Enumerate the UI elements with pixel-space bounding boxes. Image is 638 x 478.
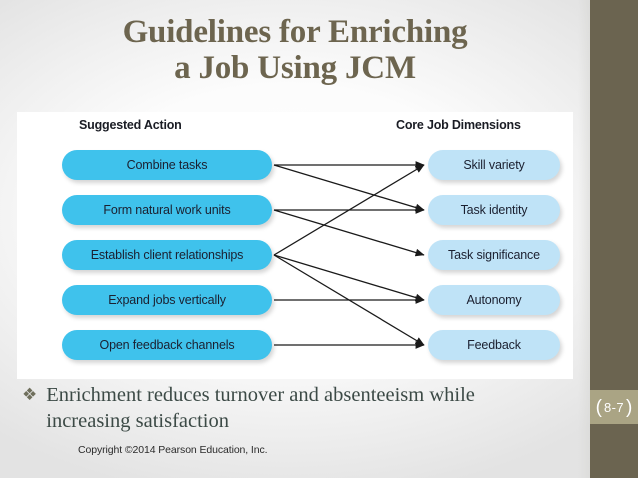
action-pill-expand-jobs-vertically[interactable]: Expand jobs vertically [62, 285, 272, 315]
action-pill-label: Form natural work units [103, 203, 231, 217]
core-job-dimensions-header: Core Job Dimensions [396, 118, 521, 132]
dimension-pill-label: Task identity [460, 203, 528, 217]
title-line-1: Guidelines for Enriching [122, 14, 468, 50]
connector-arrow [273, 209, 425, 257]
action-pill-label: Combine tasks [126, 158, 208, 172]
connector-arrow [273, 164, 425, 212]
dimension-pill-label: Skill variety [463, 158, 525, 172]
dimension-pill-task-significance[interactable]: Task significance [428, 240, 560, 270]
bracket-close-icon: ) [626, 396, 633, 418]
suggested-action-header: Suggested Action [79, 118, 182, 132]
slide-number-badge: ( 8-7 ) [590, 390, 638, 424]
connector-arrow [273, 254, 425, 302]
bullet-text: Enrichment reduces turnover and absentee… [46, 384, 475, 432]
action-pill-combine-tasks[interactable]: Combine tasks [62, 150, 272, 180]
diamond-bullet-icon: ❖ [22, 385, 38, 405]
action-pill-label: Establish client relationships [90, 248, 244, 262]
dimension-pill-task-identity[interactable]: Task identity [428, 195, 560, 225]
dimension-pill-feedback[interactable]: Feedback [428, 330, 560, 360]
title-line-2: a Job Using JCM [174, 50, 416, 86]
dimension-pill-label: Feedback [467, 338, 521, 352]
action-pill-establish-client-relationships[interactable]: Establish client relationships [62, 240, 272, 270]
dimension-pill-label: Task significance [448, 248, 540, 262]
dimension-pill-skill-variety[interactable]: Skill variety [428, 150, 560, 180]
sidebar-band: ( 8-7 ) [590, 0, 638, 478]
bullet-line: ❖ Enrichment reduces turnover and absent… [22, 382, 562, 434]
sidebar-shadow [578, 0, 590, 478]
slide-number-text: 8-7 [604, 399, 624, 415]
dimension-pill-label: Autonomy [466, 293, 522, 307]
action-pill-open-feedback-channels[interactable]: Open feedback channels [62, 330, 272, 360]
connector-arrow [273, 254, 425, 346]
bracket-open-icon: ( [595, 396, 602, 418]
copyright-notice: Copyright ©2014 Pearson Education, Inc. [78, 444, 268, 456]
action-pill-label: Expand jobs vertically [108, 293, 226, 307]
connector-arrow [273, 164, 425, 256]
action-pill-form-natural-work-units[interactable]: Form natural work units [62, 195, 272, 225]
action-pill-label: Open feedback channels [99, 338, 235, 352]
jcm-diagram: Suggested Action Core Job Dimensions Com… [17, 112, 573, 379]
dimension-pill-autonomy[interactable]: Autonomy [428, 285, 560, 315]
page-title: Guidelines for Enriching a Job Using JCM [30, 14, 560, 86]
